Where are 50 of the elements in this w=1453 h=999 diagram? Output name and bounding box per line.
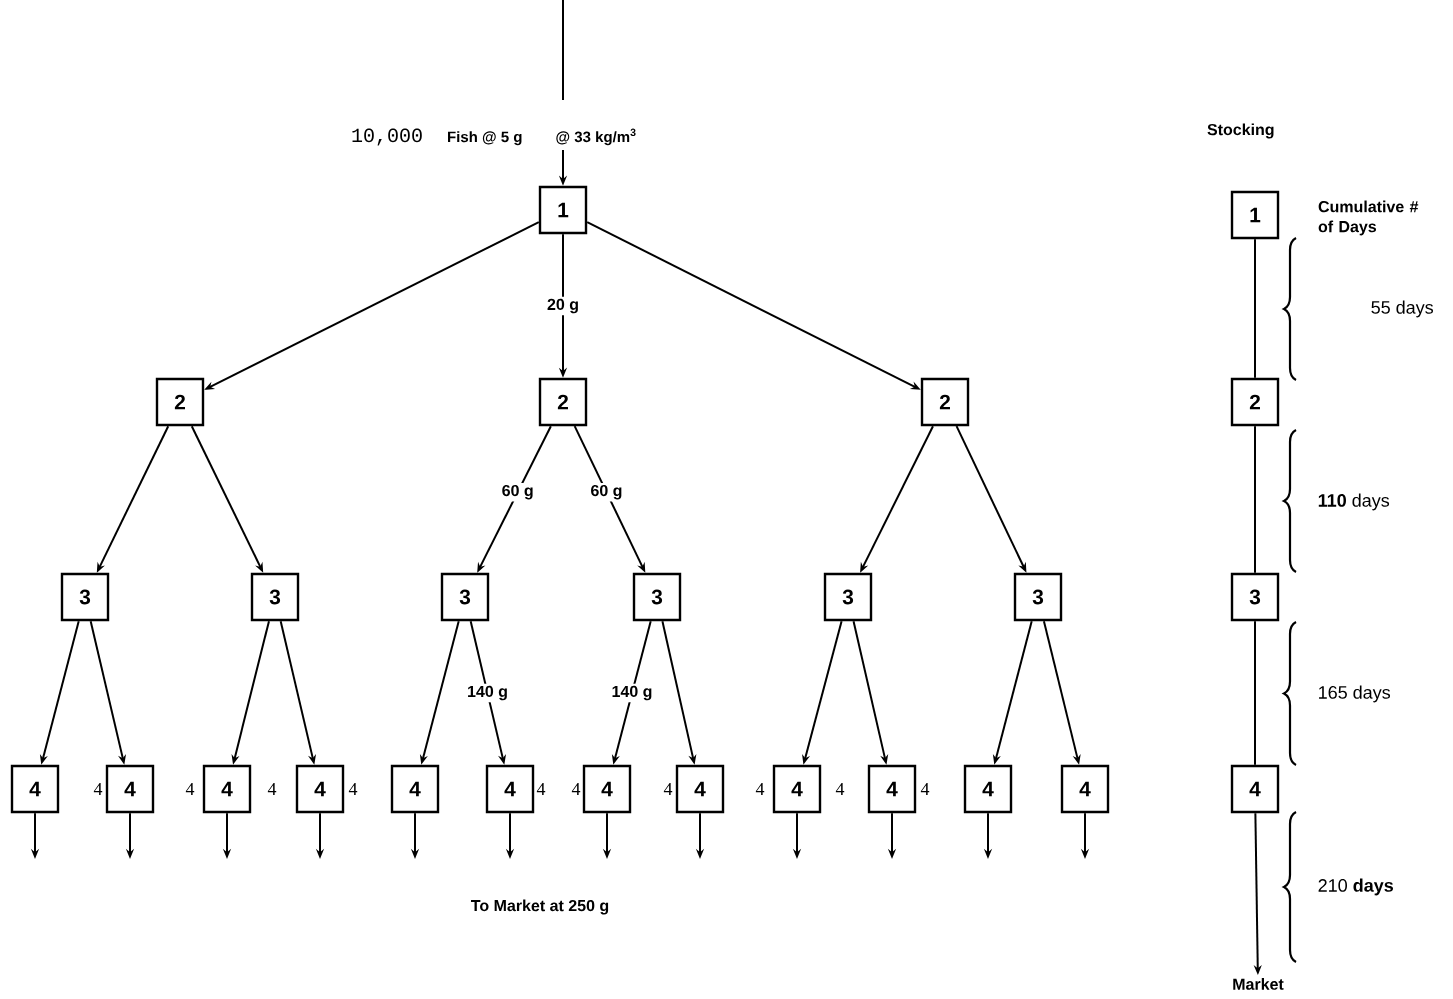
edge-label: 60 g [502,484,533,500]
endpoint-text: Market [1233,978,1284,990]
stage-box: 2 [155,377,205,427]
stage-box: 4 [485,764,535,814]
stage-box: 4 [1060,764,1110,814]
edge-label: 20 g [547,298,578,314]
stray-digit: 4 [185,783,195,795]
stray-digit: 4 [920,783,930,795]
stage-box: 3 [1013,572,1063,622]
stage-box: 4 [867,764,917,814]
stage-box: 4 [295,764,345,814]
stage-box: 2 [538,377,588,427]
duration-text: 55 days [1371,300,1434,318]
stray-digit: 4 [93,783,103,795]
stage-box: 4 [772,764,822,814]
edge-label: 140 g [468,685,507,701]
market-text: To Market at 250 g [471,899,609,915]
quantity-text: 10,000 Fish @ 5 g @ 33 kg/m$^{3}$ [352,128,636,146]
duration-text: 210 days [1318,878,1393,896]
stage-box: 3 [440,572,490,622]
duration-text: 110 days [1318,493,1390,511]
stray-digit: 4 [267,783,277,795]
stage-box: 4 [582,764,632,814]
stray-digit: 4 [663,783,673,795]
stage-box: 3 [60,572,110,622]
edge-label: 140 g [612,685,652,701]
stray-digit: 4 [571,783,581,795]
stage-box: 4 [105,764,155,814]
duration-text: 165 days [1319,685,1391,703]
stage-box: 3 [1230,572,1280,622]
stage-box: 2 [1230,377,1280,427]
stage-box: 3 [632,572,682,622]
stray-digit: 4 [536,783,546,795]
stage-box: 4 [10,764,60,814]
stage-box: 4 [202,764,252,814]
stage-box: 2 [920,377,970,427]
stray-digit: 4 [755,783,765,795]
stage-box: 4 [1230,764,1280,814]
stage-box: 4 [675,764,725,814]
heading-text: Cumulative # of Days [1318,200,1419,236]
stray-digit: 4 [835,783,845,795]
edge-label: 60 g [591,484,622,500]
stage-box: 4 [963,764,1013,814]
stage-box: 1 [1230,190,1280,240]
stage-box: 3 [250,572,300,622]
stage-box: 3 [823,572,873,622]
stage-box: 4 [390,764,440,814]
heading-text: Stocking [1207,123,1274,139]
stage-box: 1 [538,185,588,235]
stray-digit: 4 [348,783,358,795]
